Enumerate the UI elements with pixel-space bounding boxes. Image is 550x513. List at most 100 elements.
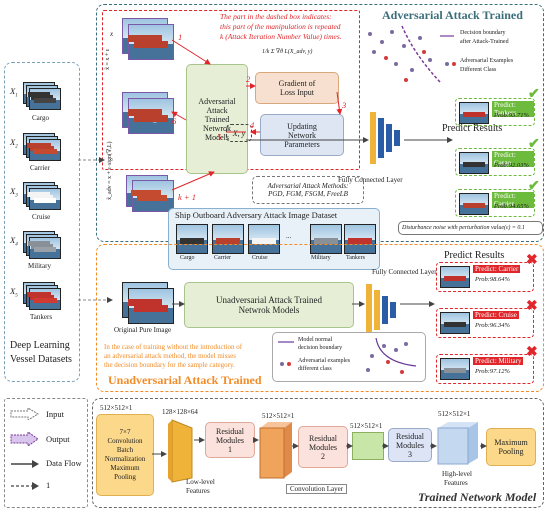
x-label: x <box>110 30 114 38</box>
step-4: 4 <box>250 120 255 130</box>
legend-panel <box>4 398 88 508</box>
formula-left: x̃ = x + ε <box>105 48 111 70</box>
x2-symbol: X2 <box>10 137 18 150</box>
high-level-feature-block <box>437 422 478 465</box>
dataset-item-tankers: X5 Tankers <box>10 280 78 330</box>
unadv-legend-line4: different class <box>298 366 332 372</box>
attack-dataset-label-tankers: Tankers <box>346 255 365 261</box>
repeat-note-line2: this part of the manipulation is repeate… <box>220 22 341 31</box>
high-level-line1: High-level <box>442 470 472 478</box>
dataset-item-cargo: X1 Cargo <box>10 80 78 132</box>
unadv-legend-box <box>272 332 426 382</box>
dataset-label-cruise: Cruise <box>32 213 51 221</box>
dataset-item-carrier: X2 Carrier <box>10 131 78 181</box>
unadv-note-line2: an adversarial attack method, the model … <box>104 352 236 360</box>
update-box: Updating Network Parameters <box>260 114 344 156</box>
gradient-formula: 1/k Σ ∇θ L(X_adv, y) <box>262 49 313 55</box>
attack-dataset-label-carrier: Carrier <box>214 255 231 261</box>
network-dim2: 128×128×64 <box>162 408 198 416</box>
conv-feature-block <box>259 422 292 479</box>
network-panel <box>92 398 544 508</box>
prediction-unadv-1: Predict: Carrier Prob:98.64% <box>436 262 534 292</box>
unadv-boundary-legend <box>278 337 417 374</box>
residual-module-3: Residual Modules 3 <box>388 428 432 462</box>
fc-layer-adv <box>370 102 410 172</box>
predict-title-unadv: Predict Results <box>444 250 505 261</box>
prediction-adv-3: Predict: Carrier Prob:94.65% <box>455 189 535 217</box>
cross-icon-3: ✖ <box>526 345 538 360</box>
unadv-note-line3: the decision boundary for the sample cat… <box>104 361 235 369</box>
noise-note: Disturbance noise with perturbation valu… <box>398 221 543 235</box>
cross-icon-1: ✖ <box>526 253 538 268</box>
legend-one: 1 <box>46 480 51 490</box>
unadversarial-panel <box>96 244 544 392</box>
check-icon-3: ✔ <box>528 179 540 194</box>
attack-dataset-ellipsis: ... <box>286 232 292 240</box>
unadv-note-line1: In the case of training without the intr… <box>104 343 243 351</box>
pure-image-label: Original Pure Image <box>114 326 172 334</box>
x1-symbol: X1 <box>10 86 18 99</box>
legend-output: Output <box>46 434 70 444</box>
network-title: Trained Network Model <box>418 490 537 504</box>
low-level-line2: Features <box>186 487 210 495</box>
adversarial-panel-title: Adversarial Attack Trained <box>382 8 523 22</box>
x3-symbol: X3 <box>10 186 18 199</box>
prediction-unadv-3: Predict: Military Prob:97.12% <box>436 354 534 384</box>
low-level-line1: Low-level <box>186 478 215 486</box>
dashed-arrow-icon <box>11 482 39 490</box>
unadv-legend-line2: decision boundary <box>298 345 343 351</box>
xy-box: X, y <box>226 124 252 142</box>
x5-symbol: X5 <box>10 286 18 299</box>
network-input-dim: 512×512×1 <box>100 404 133 412</box>
dataset-title-line1: Deep Learning <box>10 340 70 351</box>
predict-title-adv: Predict Results <box>442 123 503 134</box>
legend-examples-line2: Different Class <box>460 67 497 73</box>
attack-methods-box: Adversarial Attack Methods: PGD, FGM, FS… <box>252 176 364 204</box>
legend-data-flow: Data Flow <box>46 458 82 468</box>
legend-input: Input <box>46 409 64 419</box>
network-dim5: 512×512×1 <box>438 410 471 418</box>
attack-dataset-title: Ship Outboard Adversary Attack Image Dat… <box>175 210 338 220</box>
attack-dataset-label-military: Military <box>311 255 331 261</box>
legend-boundary-line2: after Attack-Trained <box>460 39 509 45</box>
legend-boundary-line1: Decision boundary <box>460 30 506 36</box>
step-6: 6 <box>172 116 177 126</box>
step-1: 1 <box>178 32 183 42</box>
fc-label-unadv: Fully Connected Layer <box>372 268 437 276</box>
high-level-line2: Features <box>444 479 468 487</box>
max-pooling-block: Maximum Pooling <box>486 428 536 466</box>
fc-layer-unadv <box>366 276 406 346</box>
input-arrow-icon <box>10 408 39 420</box>
repeat-note-line1: The part in the dashed box indicates: <box>220 12 332 21</box>
unadversarial-model-box: Unadversarial Attack Trained Netwrok Mod… <box>184 282 354 328</box>
check-icon-1: ✔ <box>528 87 540 102</box>
dataset-label-cargo: Cargo <box>32 114 49 122</box>
dataset-title-line2: Vessel Datasets <box>10 354 72 365</box>
network-dim3: 512×512×1 <box>262 412 295 420</box>
repeat-note-line3: k (Attack Iteration Number Value) times. <box>220 32 342 41</box>
cross-icon-2: ✖ <box>526 299 538 314</box>
step-2: 2 <box>246 74 251 84</box>
legend-examples-line1: Adversarial Examples <box>460 58 514 64</box>
dataset-label-tankers: Tankers <box>30 313 53 321</box>
step-3: 3 <box>342 100 347 110</box>
check-icon-2: ✔ <box>528 137 540 152</box>
step-5: 5 <box>217 132 222 142</box>
dataset-item-cruise: X3 Cruise <box>10 180 78 230</box>
formula-bottom: x̃_adv = x + ε·sign(∇ₓL) <box>107 141 113 200</box>
prediction-unadv-2: Predict: Cruise Prob:96.34% <box>436 308 534 338</box>
green-feature-cube <box>352 432 384 460</box>
unadversarial-panel-title: Unadversarial Attack Trained <box>108 373 262 387</box>
fc-label-adv: Fully Connected Layer <box>338 176 403 184</box>
adversarial-model-box: Adversarial Attack Trained Netwrok Model… <box>186 64 248 174</box>
attack-dataset-label-cruise: Cruise <box>252 255 268 261</box>
dataset-label-military: Military <box>28 262 51 270</box>
dataset-item-military: X4 Military <box>10 229 78 279</box>
prediction-adv-2: Predict: Cargo Prob:92.03% <box>455 148 535 176</box>
unadv-legend-line3: Adversarial examples <box>298 358 351 364</box>
low-level-feature-block <box>168 419 193 483</box>
x4-symbol: X4 <box>10 235 18 248</box>
residual-module-2: Residual Modules 2 <box>298 426 348 468</box>
residual-module-1: Residual Modules 1 <box>205 422 255 458</box>
attack-dataset-label-cargo: Cargo <box>180 255 195 261</box>
